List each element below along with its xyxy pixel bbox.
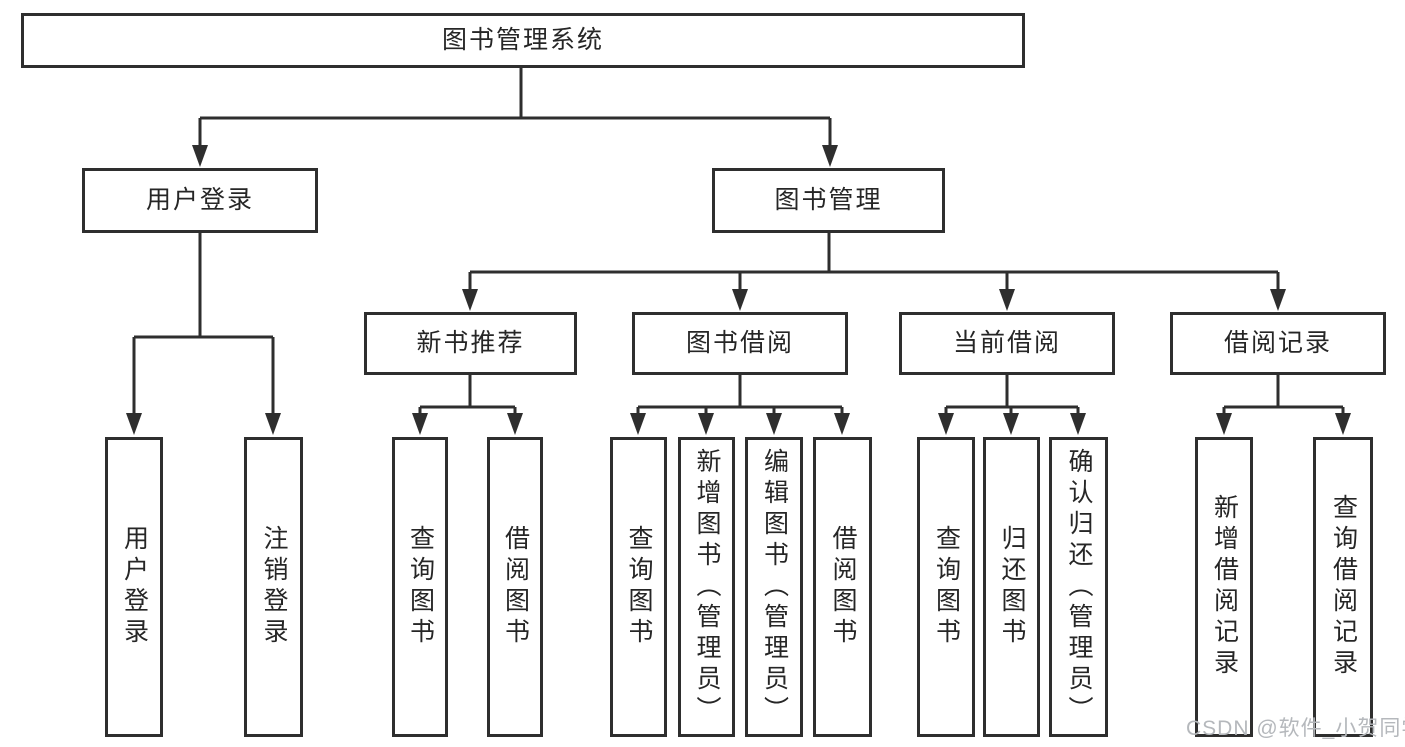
leaf-records-query-record: 查询借阅记录 xyxy=(1313,437,1373,737)
leaf-logout: 注销登录 xyxy=(244,437,303,737)
arrowheads xyxy=(126,145,1351,435)
leaf-user-login: 用户登录 xyxy=(105,437,163,737)
leaf-borrowing-query-books: 查询图书 xyxy=(610,437,667,737)
node-section-borrowing-records: 借阅记录 xyxy=(1170,312,1386,375)
node-book-management-branch-label: 图书管理 xyxy=(774,186,883,214)
node-user-login-branch: 用户登录 xyxy=(82,168,318,233)
leaf-current-confirm-return-admin: 确认归还（管理员） xyxy=(1049,437,1108,737)
section-label: 图书借阅 xyxy=(685,329,794,357)
section-label: 新书推荐 xyxy=(416,329,525,357)
leaf-label: 新增图书（管理员） xyxy=(693,447,721,727)
leaf-borrowing-edit-books-admin: 编辑图书（管理员） xyxy=(745,437,803,737)
node-book-management-branch: 图书管理 xyxy=(712,168,945,233)
leaf-current-return-books: 归还图书 xyxy=(983,437,1040,737)
node-section-new-book-recommend: 新书推荐 xyxy=(364,312,577,375)
leaf-label: 确认归还（管理员） xyxy=(1065,447,1093,727)
leaf-recommend-borrow-books: 借阅图书 xyxy=(487,437,543,737)
leaf-label: 查询图书 xyxy=(406,525,435,649)
node-root-label: 图书管理系统 xyxy=(441,26,604,54)
leaf-borrowing-add-books-admin: 新增图书（管理员） xyxy=(678,437,735,737)
leaf-label: 借阅图书 xyxy=(501,525,530,649)
node-section-current-borrowing: 当前借阅 xyxy=(899,312,1115,375)
leaf-label: 新增借阅记录 xyxy=(1210,494,1239,680)
leaf-borrowing-borrow-books: 借阅图书 xyxy=(813,437,872,737)
leaf-label: 用户登录 xyxy=(120,525,149,649)
leaf-label: 借阅图书 xyxy=(829,525,857,649)
leaf-current-query-books: 查询图书 xyxy=(917,437,975,737)
leaf-records-add-record: 新增借阅记录 xyxy=(1195,437,1253,737)
leaf-label: 注销登录 xyxy=(260,525,288,649)
leaf-label: 归还图书 xyxy=(998,525,1026,649)
leaf-label: 查询图书 xyxy=(932,525,961,649)
leaf-label: 查询借阅记录 xyxy=(1329,494,1358,680)
node-section-book-borrowing: 图书借阅 xyxy=(632,312,848,375)
section-label: 当前借阅 xyxy=(952,329,1061,357)
section-label: 借阅记录 xyxy=(1223,329,1332,357)
node-root: 图书管理系统 xyxy=(21,13,1025,68)
leaf-recommend-query-books: 查询图书 xyxy=(392,437,448,737)
leaf-label: 查询图书 xyxy=(625,525,653,649)
node-user-login-branch-label: 用户登录 xyxy=(145,186,254,214)
csdn-watermark: CSDN @软件_小贺同学 xyxy=(1186,717,1405,740)
leaf-label: 编辑图书（管理员） xyxy=(760,447,789,727)
